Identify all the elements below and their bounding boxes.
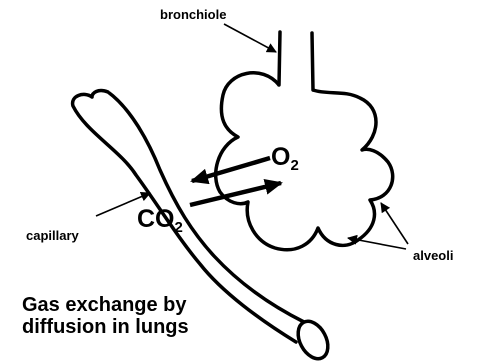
capillary-open-end bbox=[292, 316, 334, 364]
oxygen-symbol: O bbox=[271, 143, 290, 171]
bronchiole-pointer-arrow bbox=[224, 24, 276, 52]
carbon-dioxide-label: CO2 bbox=[137, 207, 183, 235]
alveoli-label: alveoli bbox=[413, 249, 453, 262]
carbon-dioxide-symbol: CO bbox=[137, 205, 175, 233]
caption-line-2: diffusion in lungs bbox=[22, 316, 189, 338]
alveoli-pointer-arrow-upper bbox=[381, 203, 408, 244]
bronchiole-tube-right bbox=[312, 33, 313, 90]
alveoli-cluster-outline bbox=[216, 73, 393, 250]
bronchiole-label: bronchiole bbox=[160, 8, 226, 21]
bronchiole-tube-left bbox=[279, 32, 280, 85]
oxygen-diffusion-arrow bbox=[192, 158, 270, 181]
carbon-dioxide-subscript: 2 bbox=[175, 219, 183, 236]
oxygen-label: O2 bbox=[271, 145, 299, 173]
diagram-caption: Gas exchange by diffusion in lungs bbox=[22, 294, 189, 338]
oxygen-subscript: 2 bbox=[290, 157, 298, 174]
capillary-label: capillary bbox=[26, 229, 79, 242]
caption-line-1: Gas exchange by bbox=[22, 294, 189, 316]
alveoli-pointer-arrow-lower bbox=[348, 238, 406, 249]
